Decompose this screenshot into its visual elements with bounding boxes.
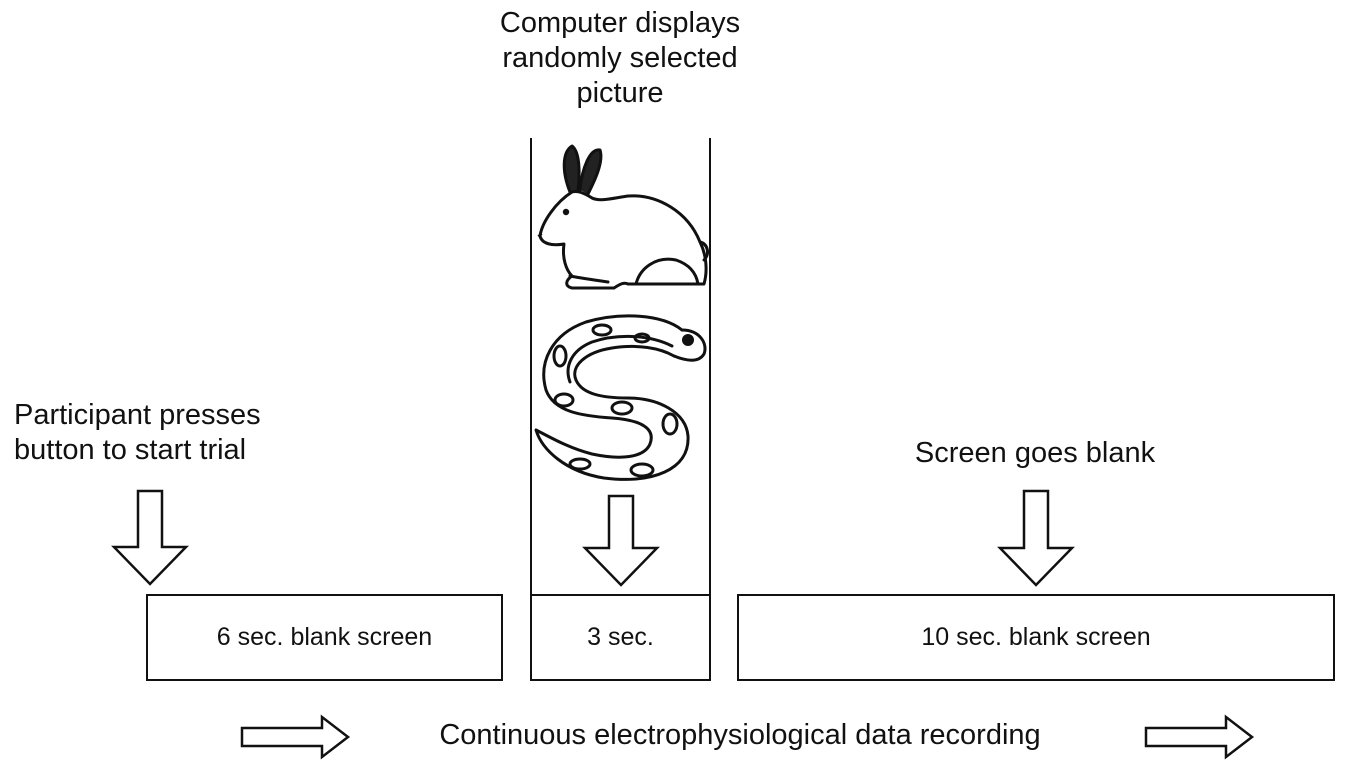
- picture-duration-box: 3 sec.: [530, 594, 711, 681]
- first-blank-screen-box: 6 sec. blank screen: [146, 594, 503, 681]
- down-arrow-blank-icon: [997, 489, 1075, 587]
- trial-start-text: Participant presses button to start tria…: [14, 399, 261, 466]
- second-blank-screen-box: 10 sec. blank screen: [737, 594, 1335, 681]
- screen-blank-label: Screen goes blank: [860, 436, 1210, 471]
- picture-column-left-border: [530, 138, 532, 596]
- rabbit-icon: [537, 144, 709, 290]
- screen-blank-text: Screen goes blank: [914, 437, 1156, 469]
- first-blank-screen-text: 6 sec. blank screen: [216, 623, 433, 651]
- right-arrow-left-icon: [240, 714, 351, 760]
- trial-start-label: Participant presses button to start tria…: [14, 398, 304, 468]
- picture-display-text: Computer displays randomly selected pict…: [499, 7, 741, 109]
- picture-column-right-border: [709, 138, 711, 596]
- snake-icon: [534, 314, 707, 481]
- down-arrow-picture-icon: [582, 494, 660, 587]
- down-arrow-start-icon: [111, 489, 189, 586]
- picture-display-label: Computer displays randomly selected pict…: [455, 6, 785, 111]
- recording-label: Continuous electrophysiological data rec…: [380, 718, 1100, 753]
- right-arrow-right-icon: [1144, 714, 1255, 760]
- picture-duration-text: 3 sec.: [587, 623, 654, 651]
- second-blank-screen-text: 10 sec. blank screen: [921, 623, 1151, 651]
- recording-text: Continuous electrophysiological data rec…: [439, 719, 1041, 751]
